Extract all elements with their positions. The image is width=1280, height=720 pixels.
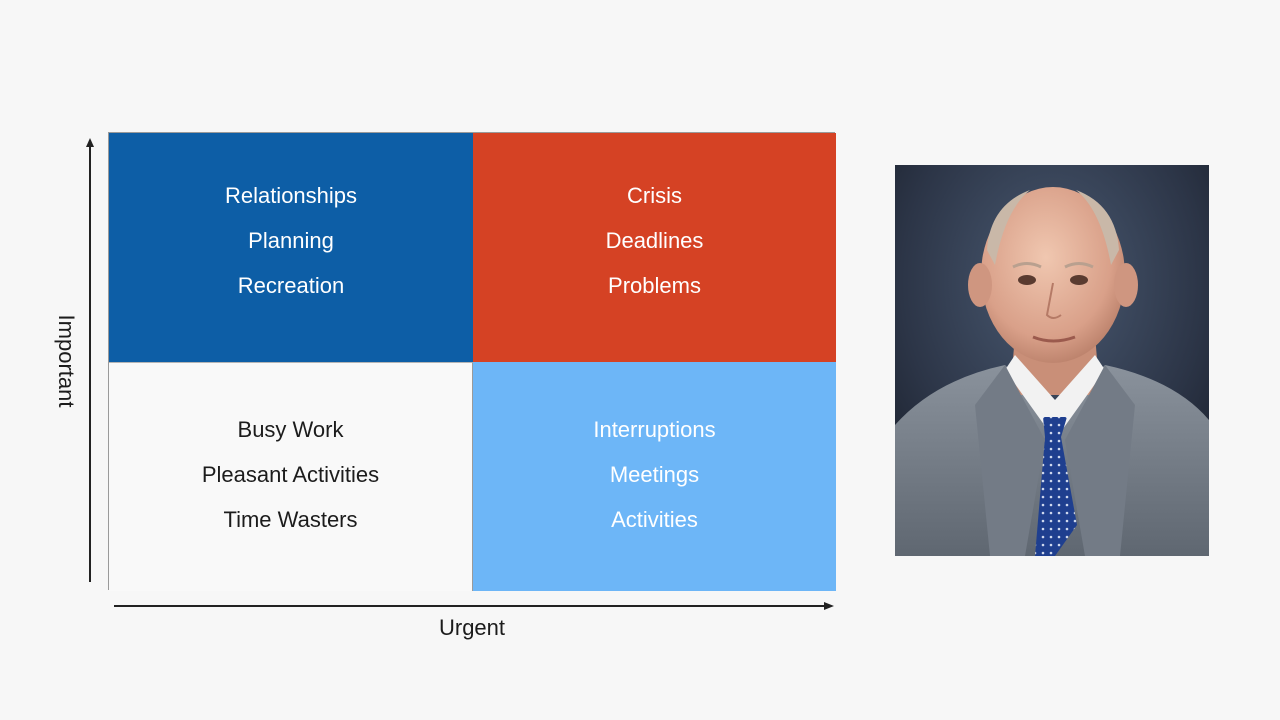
- quadrant-not-important-not-urgent: Busy Work Pleasant Activities Time Waste…: [109, 362, 473, 591]
- quadrant-item: Relationships: [224, 182, 358, 208]
- portrait-photo: [895, 165, 1209, 556]
- quadrant-item: Time Wasters: [223, 507, 358, 532]
- quadrant-item: Activities: [611, 506, 698, 532]
- quadrant-item: Meetings: [609, 461, 700, 487]
- quadrant-item: Busy Work: [237, 417, 344, 442]
- y-axis-label: Important: [54, 314, 79, 408]
- quadrant-important-not-urgent: Relationships Planning Recreation: [109, 133, 473, 362]
- quadrant-item: Problems: [608, 272, 701, 298]
- quadrant-not-important-urgent: Interruptions Meetings Activities: [473, 362, 836, 591]
- quadrant-item: Planning: [248, 227, 334, 253]
- quadrant-item: Crisis: [627, 182, 682, 208]
- quadrant-item: Pleasant Activities: [201, 462, 380, 487]
- x-axis-arrow: [114, 602, 834, 610]
- x-axis-label: Urgent: [438, 615, 506, 640]
- quadrant-important-urgent: Crisis Deadlines Problems: [473, 133, 836, 362]
- quadrant-item: Interruptions: [593, 416, 716, 442]
- priority-matrix: Relationships Planning Recreation Crisis…: [108, 132, 836, 591]
- quadrant-item: Deadlines: [605, 227, 704, 253]
- y-axis-arrow: [86, 138, 94, 582]
- quadrant-item: Recreation: [237, 272, 345, 298]
